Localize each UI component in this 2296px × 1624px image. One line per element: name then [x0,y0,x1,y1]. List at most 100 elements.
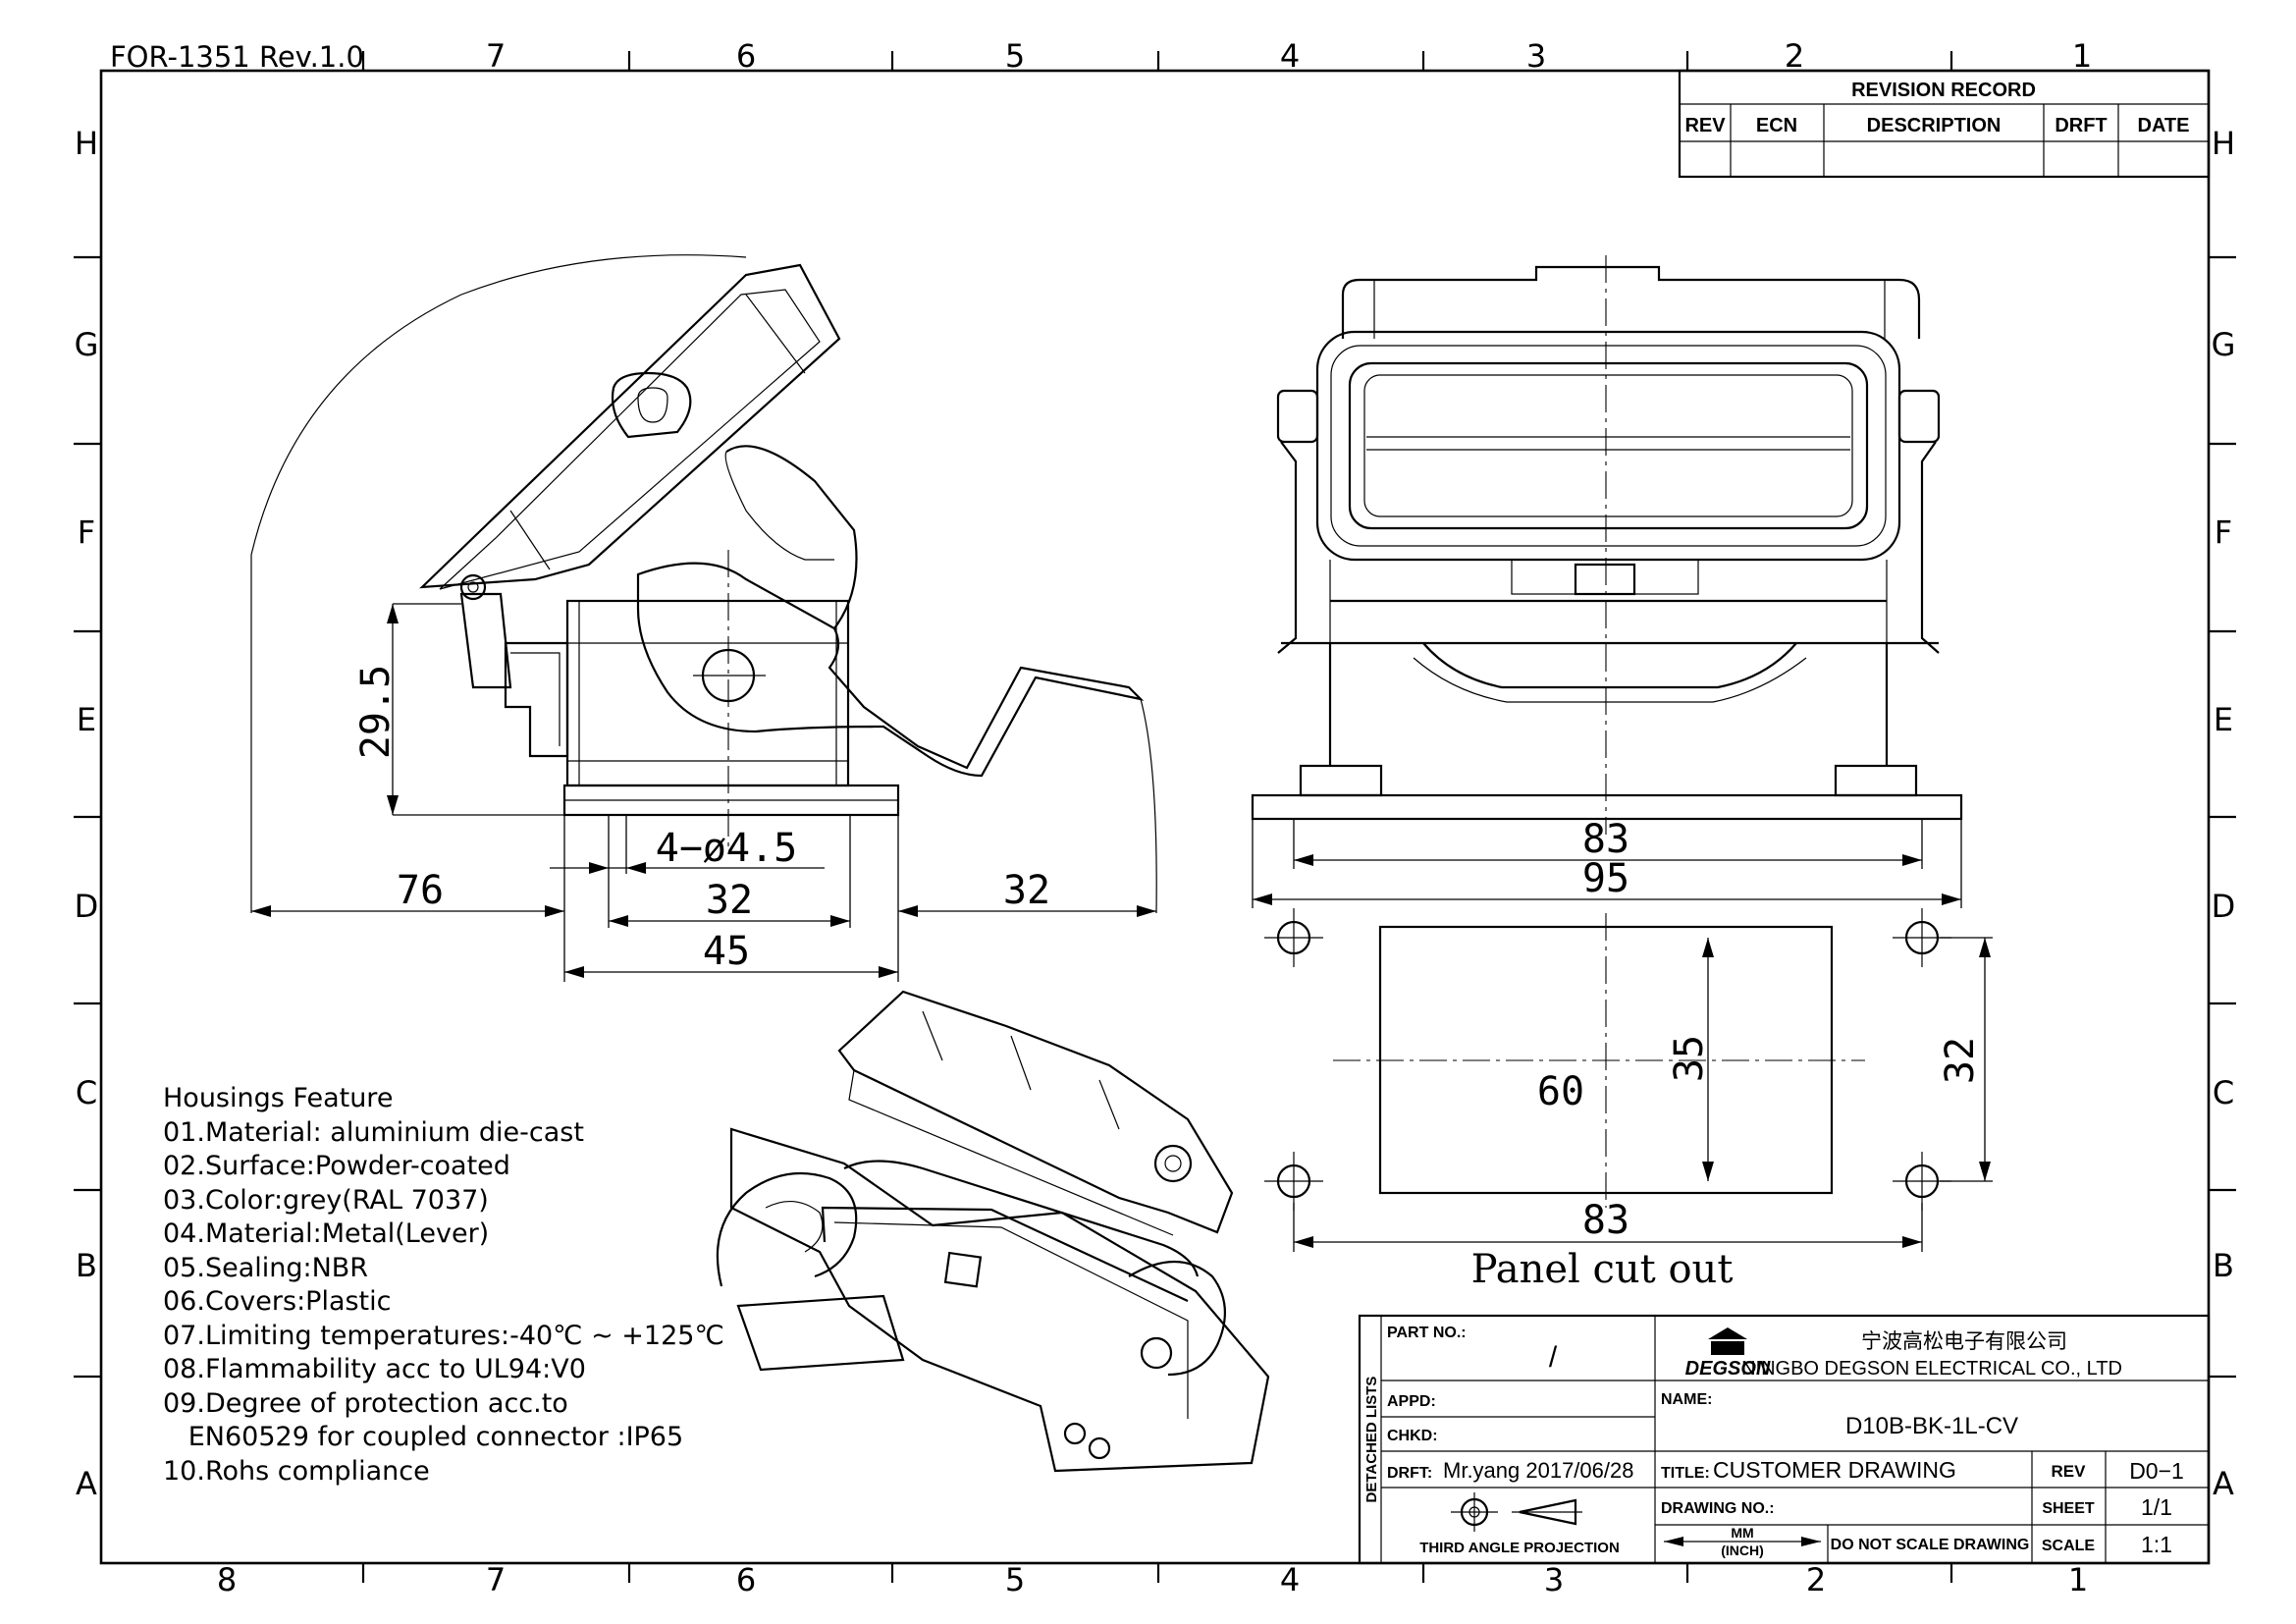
company-name-en: NINGBO DEGSON ELECTRICAL CO., LTD [1741,1358,2122,1380]
zone-left-c: C [76,1074,97,1111]
panel-cutout: 60 35 32 83 Panel cut out [1264,908,1993,1292]
dim-side-height: 29.5 [353,665,399,759]
feature-item: 02.Surface:Powder-coated [163,1151,510,1181]
no-scale-note: DO NOT SCALE DRAWING [1831,1537,2030,1553]
feature-item: 03.Color:grey(RAL 7037) [163,1184,489,1216]
feature-item: 04.Material:Metal(Lever) [163,1218,490,1249]
zone-right-b: B [2213,1247,2234,1284]
feature-item: 06.Covers:Plastic [163,1286,392,1317]
zone-bottom-2: 2 [1806,1561,1826,1598]
dim-holes: 4−ø4.5 [656,826,798,871]
zone-top-2: 2 [1785,37,1804,75]
title-block: DEGSON PART NO.: / 宁波高松电子有限公司 NINGBO DEG… [1358,1314,2211,1565]
dim-front-outer: 95 [1582,856,1629,901]
dim-cutout-hole-spacing: 83 [1582,1198,1629,1243]
side-view: 29.5 4−ø4.5 76 32 32 45 [250,254,1157,982]
scale-label: SCALE [2042,1538,2096,1554]
zone-top-4: 4 [1280,37,1300,75]
zone-left-a: A [76,1465,97,1502]
company-name-cn: 宁波高松电子有限公司 [1861,1330,2067,1353]
dim-side-outer: 45 [703,929,750,974]
zone-right-h: H [2212,125,2235,162]
drft-value: Mr.yang 2017/06/28 [1443,1458,1633,1483]
name-value: D10B-BK-1L-CV [1845,1413,2018,1439]
zone-left-g: G [75,326,99,363]
zone-right-c: C [2213,1074,2234,1111]
zone-bottom-1: 1 [2068,1561,2088,1598]
feature-item: 05.Sealing:NBR [163,1252,369,1283]
revision-title: REVISION RECORD [1851,80,2036,101]
title-value: CUSTOMER DRAWING [1713,1457,1956,1483]
zone-right-d: D [2212,888,2236,925]
features-title: Housings Feature [163,1083,394,1113]
chkd-label: CHKD: [1387,1428,1438,1444]
dim-front-inner: 83 [1582,817,1629,862]
title-label: TITLE: [1661,1465,1710,1482]
revision-table: REVISION RECORD REV ECN DESCRIPTION DRFT… [1678,69,2211,179]
zone-right-e: E [2214,701,2233,738]
rev-col-ecn: ECN [1756,115,1797,136]
feature-item: EN60529 for coupled connector :IP65 [163,1422,684,1452]
zone-bottom-3: 3 [1544,1561,1564,1598]
drawing-border: FOR-1351 Rev.1.0 7 6 5 4 3 2 1 8 7 6 5 4… [74,37,2236,1598]
zone-top-5: 5 [1005,37,1025,75]
dim-lever-swing-right: 32 [1003,868,1050,913]
feature-item: 09.Degree of protection acc.to [163,1387,568,1419]
dim-cutout-height: 35 [1667,1035,1712,1082]
logo-text: DEGSON [1685,1358,1771,1380]
zone-bottom-4: 4 [1280,1561,1300,1598]
isometric-view [716,990,1270,1473]
zone-bottom-6: 6 [736,1561,756,1598]
units-mm: MM [1731,1525,1753,1541]
zone-left-h: H [75,125,98,162]
units-arrow [1664,1537,1821,1546]
zone-right-f: F [2215,514,2232,551]
rev-col-description: DESCRIPTION [1867,115,2002,136]
rev-col-drft: DRFT [2055,115,2107,136]
zone-right-g: G [2212,326,2236,363]
zone-left-b: B [76,1247,97,1284]
part-no-value: / [1549,1341,1558,1374]
part-no-label: PART NO.: [1387,1325,1467,1341]
zone-top-6: 6 [736,37,756,75]
degson-logo: DEGSON [1685,1327,1771,1380]
zone-top-7: 7 [486,37,506,75]
detached-lists: DETACHED LISTS [1363,1377,1380,1503]
zone-left-e: E [77,701,96,738]
zone-left-d: D [75,888,99,925]
zone-bottom-7: 7 [486,1561,506,1598]
feature-item: 08.Flammability acc to UL94:V0 [163,1354,586,1384]
dim-cutout-width: 60 [1537,1069,1584,1114]
rev-col-rev: REV [1684,115,1726,136]
dim-side-inner: 32 [706,878,753,923]
rev-label: REV [2052,1462,2087,1481]
panel-cutout-label: Panel cut out [1471,1247,1734,1292]
zone-top-1: 1 [2072,37,2092,75]
drft-label: DRFT: [1387,1465,1432,1482]
scale-value: 1:1 [2141,1532,2172,1557]
sheet-value: 1/1 [2141,1494,2172,1520]
appd-label: APPD: [1387,1393,1436,1410]
mounting-holes [1264,908,1951,1211]
projection-label: THIRD ANGLE PROJECTION [1419,1540,1620,1556]
rev-value: D0−1 [2129,1458,2184,1484]
zone-top-3: 3 [1526,37,1546,75]
name-label: NAME: [1661,1391,1712,1408]
front-view: 83 95 [1251,255,1963,908]
zone-left-f: F [78,514,95,551]
feature-item: 01.Material: aluminium die-cast [163,1116,584,1148]
form-id: FOR-1351 Rev.1.0 [110,40,364,74]
units-inch: (INCH) [1721,1543,1764,1558]
zone-bottom-5: 5 [1005,1561,1025,1598]
zone-right-a: A [2213,1465,2234,1502]
sheet-label: SHEET [2042,1500,2095,1517]
dim-lever-swing-left: 76 [397,868,444,913]
feature-item: 07.Limiting temperatures:-40℃ ~ +125℃ [163,1320,724,1351]
dim-cutout-hole-vertical: 32 [1938,1037,1983,1084]
drawing-no-label: DRAWING NO.: [1661,1500,1775,1517]
third-angle-projection-icon [1451,1492,1582,1532]
rev-col-date: DATE [2138,115,2190,136]
feature-item: 10.Rohs compliance [163,1455,430,1487]
